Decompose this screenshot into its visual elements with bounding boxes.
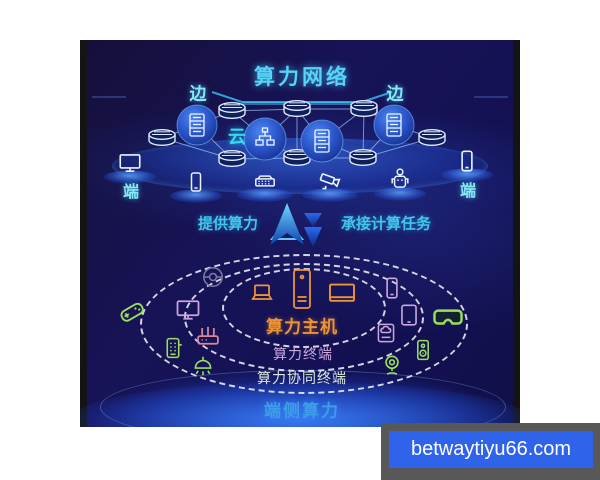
cloud-storage-icon: [373, 320, 399, 346]
compute-host-label: 算力主机: [266, 317, 338, 338]
edge-label-right: 边: [386, 84, 404, 105]
compute-terminal-label: 算力终端: [273, 347, 333, 363]
device-platform: [441, 168, 493, 182]
device-platform: [302, 188, 358, 202]
cloud-label: 云: [228, 127, 246, 148]
panel-edge-strip-right: [513, 40, 520, 427]
robot-icon: [387, 166, 413, 192]
watermark-frame: betwaytiyu66.com: [381, 423, 600, 480]
diagram-title: 算力网络: [254, 65, 350, 89]
speaker-icon: [411, 338, 436, 363]
device-platform: [237, 188, 293, 202]
game-controller-icon: [117, 297, 147, 327]
smartphone-icon: [184, 170, 208, 194]
webcam-icon: [379, 352, 405, 378]
panel-edge-strip-left: [80, 40, 87, 427]
cloud-network-graphic: [92, 91, 508, 168]
server-node-icon: [300, 119, 344, 163]
switch-icon: [252, 168, 278, 194]
device-side-compute-label: 端侧算力: [264, 401, 340, 422]
down-arrow-icon: [304, 213, 322, 247]
topology-node-icon: [243, 117, 287, 161]
display-icon: [327, 281, 357, 305]
exchange-arrows: [269, 203, 322, 247]
device-platform: [374, 187, 426, 201]
vr-glasses-icon: [432, 305, 464, 331]
terminal-label-right: 端: [459, 181, 477, 200]
monitor-icon: [117, 150, 143, 176]
compute-host-ring: [222, 268, 386, 348]
undertake-tasks-label: 承接计算任务: [340, 214, 432, 233]
laptop-icon: [247, 280, 277, 306]
camera-icon: [317, 168, 343, 194]
watermark-link[interactable]: betwaytiyu66.com: [389, 431, 593, 468]
server-node-icon: [373, 104, 415, 146]
smartphone-icon: [379, 275, 405, 301]
device-platform: [170, 189, 222, 203]
device-platform: [104, 170, 156, 184]
provide-compute-label: 提供算力: [197, 214, 259, 233]
monitor-icon: [174, 296, 202, 324]
diagram-panel: 算力网络 边 边 云 端 端: [80, 40, 520, 427]
door-lock-icon: [161, 336, 186, 361]
smartphone-icon: [454, 148, 480, 174]
terminal-label-left: 端: [122, 182, 140, 201]
ceiling-lamp-icon: [190, 354, 216, 380]
up-arrow-icon: [269, 203, 305, 245]
compute-terminal-ring: [184, 263, 424, 372]
cloud-platform: [112, 138, 488, 194]
wifi-router-icon: [194, 321, 222, 349]
server-node-icon: [176, 104, 218, 146]
cloud-sphere-nodes: [176, 104, 415, 163]
tablet-icon: [396, 302, 422, 328]
desktop-tower-icon: [290, 268, 314, 310]
collaborative-terminal-label: 算力协同终端: [257, 371, 347, 387]
collaborative-terminal-ring: [140, 254, 468, 394]
edge-label-left: 边: [189, 84, 207, 105]
robot-vacuum-icon: [200, 264, 226, 290]
